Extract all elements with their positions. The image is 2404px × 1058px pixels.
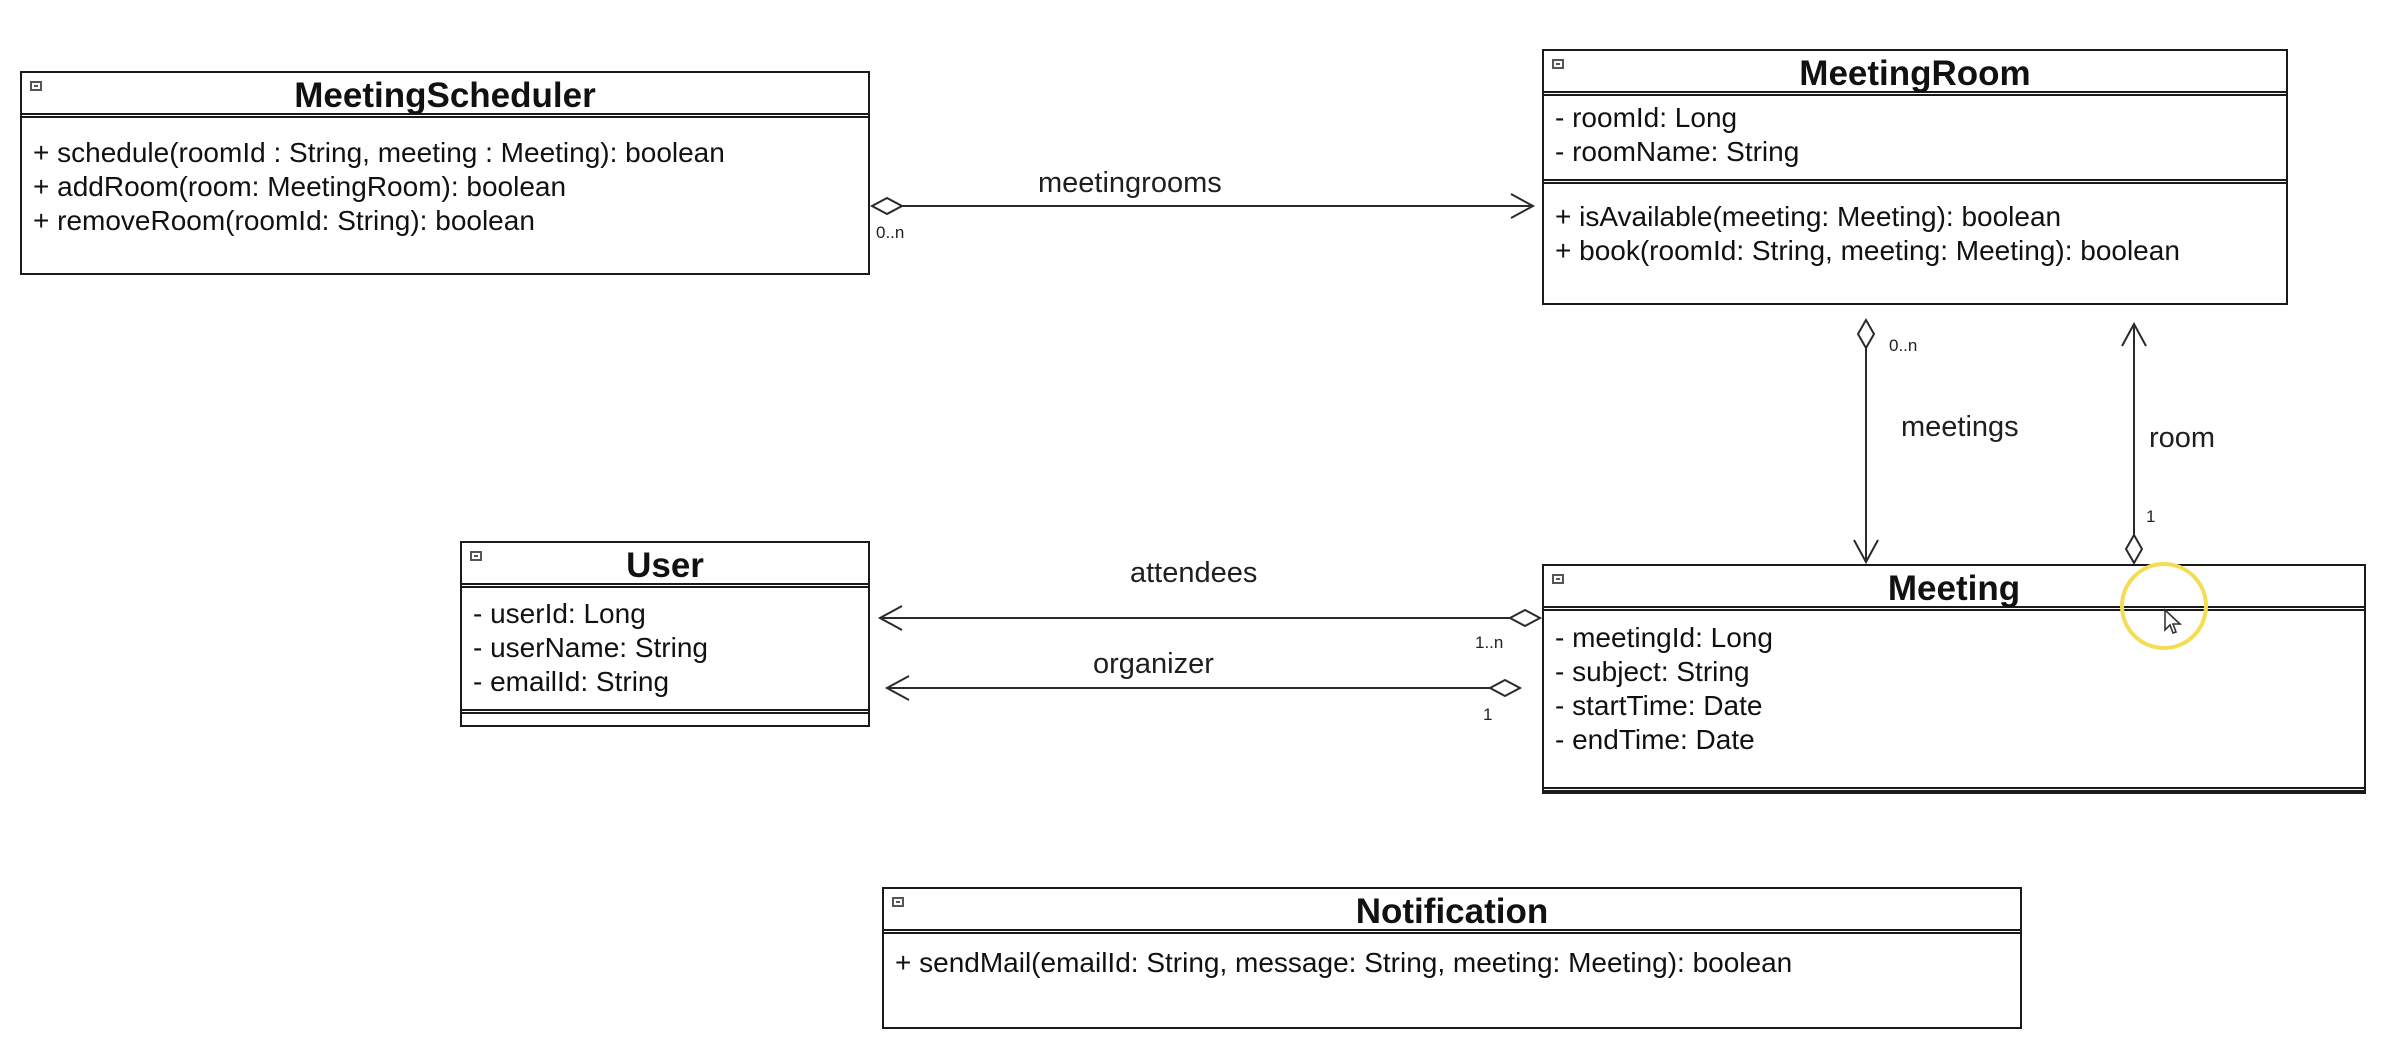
class-meeting[interactable]: Meeting - meetingId: Long - subject: Str… xyxy=(1542,564,2366,794)
association-room[interactable]: room 1 xyxy=(2121,321,2215,566)
arrowhead xyxy=(1853,539,1879,565)
attributes-section: - meetingId: Long - subject: String - st… xyxy=(1544,611,2364,792)
collapse-icon[interactable] xyxy=(892,897,904,907)
attributes-section: - userId: Long - userName: String - emai… xyxy=(462,588,868,714)
collapse-icon[interactable] xyxy=(30,81,42,91)
arrowhead xyxy=(884,675,910,701)
arrowhead xyxy=(877,605,903,631)
association-label: meetings xyxy=(1901,411,2019,443)
operations-section: + schedule(roomId : String, meeting : Me… xyxy=(22,118,868,243)
aggregation-diamond xyxy=(1507,608,1543,628)
operation: + book(roomId: String, meeting: Meeting)… xyxy=(1555,235,2180,266)
association-label: room xyxy=(2149,422,2215,454)
attribute: - userId: Long xyxy=(473,598,646,629)
class-header: Meeting xyxy=(1544,566,2364,611)
multiplicity: 1 xyxy=(1483,705,1492,724)
mouse-cursor-icon xyxy=(2164,608,2183,635)
class-name: MeetingRoom xyxy=(1799,54,2031,93)
association-label: meetingrooms xyxy=(1038,167,1222,199)
association-label: organizer xyxy=(1093,648,1214,680)
operation: + addRoom(room: MeetingRoom): boolean xyxy=(33,171,567,202)
class-name: MeetingScheduler xyxy=(294,76,596,115)
operation: + removeRoom(roomId: String): boolean xyxy=(33,205,535,236)
attribute: - userName: String xyxy=(473,632,708,663)
attribute: - roomName: String xyxy=(1555,136,1800,167)
class-name: Notification xyxy=(1355,892,1549,931)
aggregation-diamond xyxy=(869,196,905,216)
class-header: MeetingScheduler xyxy=(22,73,868,118)
association-label: attendees xyxy=(1130,557,1257,589)
operation: + isAvailable(meeting: Meeting): boolean xyxy=(1555,201,2062,232)
class-user[interactable]: User - userId: Long - userName: String -… xyxy=(460,541,870,727)
collapse-icon[interactable] xyxy=(470,551,482,561)
association-attendees[interactable]: attendees 1..n xyxy=(877,557,1543,652)
class-header: MeetingRoom xyxy=(1544,51,2286,96)
operations-section: + isAvailable(meeting: Meeting): boolean… xyxy=(1544,184,2286,273)
attribute: - roomId: Long xyxy=(1555,102,1738,133)
attributes-section: - roomId: Long - roomName: String xyxy=(1544,96,2286,184)
class-name: Meeting xyxy=(1887,569,2021,608)
class-notification[interactable]: Notification + sendMail(emailId: String,… xyxy=(882,887,2022,1029)
cursor-highlight xyxy=(2120,562,2208,650)
class-name: User xyxy=(626,546,704,585)
class-header: User xyxy=(462,543,868,588)
association-meetings[interactable]: meetings 0..n xyxy=(1853,317,2019,565)
class-meeting-room[interactable]: MeetingRoom - roomId: Long - roomName: S… xyxy=(1542,49,2288,305)
multiplicity: 0..n xyxy=(1889,336,1917,355)
attribute: - endTime: Date xyxy=(1555,724,1755,755)
aggregation-diamond xyxy=(1856,317,1876,351)
operation: + schedule(roomId : String, meeting : Me… xyxy=(33,137,725,168)
multiplicity: 1..n xyxy=(1475,633,1503,652)
multiplicity: 1 xyxy=(2146,507,2155,526)
arrowhead xyxy=(1510,193,1536,219)
arrowhead xyxy=(2121,321,2147,347)
attribute: - meetingId: Long xyxy=(1555,622,1773,653)
operation: + sendMail(emailId: String, message: Str… xyxy=(895,947,1793,978)
attribute: - startTime: Date xyxy=(1555,690,1763,721)
attribute: - emailId: String xyxy=(473,666,670,697)
class-meeting-scheduler[interactable]: MeetingScheduler + schedule(roomId : Str… xyxy=(20,71,870,275)
attribute: - subject: String xyxy=(1555,656,1750,687)
association-organizer[interactable]: organizer 1 xyxy=(884,648,1523,724)
aggregation-diamond xyxy=(2124,532,2144,566)
operations-section: + sendMail(emailId: String, message: Str… xyxy=(884,934,2020,985)
association-meetingrooms[interactable]: meetingrooms 0..n xyxy=(869,167,1536,242)
aggregation-diamond xyxy=(1487,678,1523,698)
class-header: Notification xyxy=(884,889,2020,934)
collapse-icon[interactable] xyxy=(1552,574,1564,584)
collapse-icon[interactable] xyxy=(1552,59,1564,69)
multiplicity: 0..n xyxy=(876,223,904,242)
